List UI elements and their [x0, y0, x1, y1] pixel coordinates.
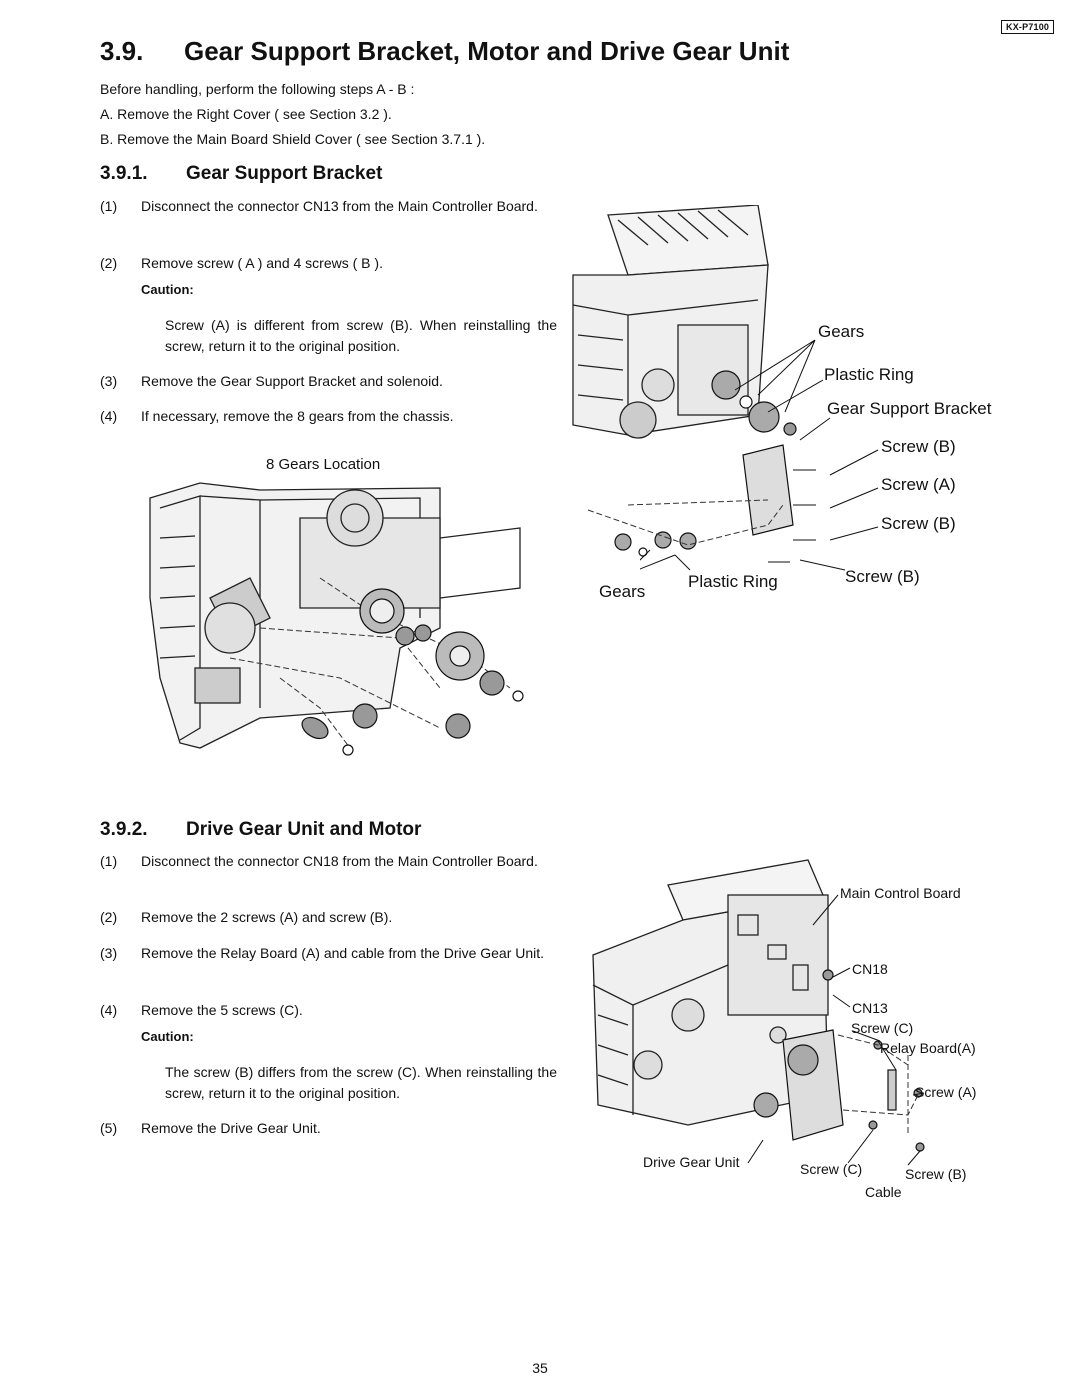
step-text: Remove the Relay Board (A) and cable fro… [141, 945, 545, 961]
label-screw-b-1: Screw (B) [881, 437, 956, 456]
step-item: (2) Remove screw ( A ) and 4 screws ( B … [100, 253, 558, 274]
label-screw-b-3: Screw (B) [845, 567, 920, 586]
step-number: (1) [100, 853, 118, 869]
gear-support-bracket-illustration [572, 205, 816, 563]
step-item: (3) Remove the Gear Support Bracket and … [100, 371, 558, 392]
step-item: (1) Disconnect the connector CN13 from t… [100, 196, 558, 217]
step-text: Remove screw ( A ) and 4 screws ( B ). [141, 255, 383, 271]
step-number: (3) [100, 945, 118, 961]
label-drive-gear-unit: Drive Gear Unit [643, 1154, 740, 1170]
section-title-text: Gear Support Bracket, Motor and Drive Ge… [184, 36, 790, 66]
gears-location-illustration [149, 482, 524, 756]
step-number: (4) [100, 1002, 118, 1018]
subsection-title-drive-gear-unit: 3.9.2. Drive Gear Unit and Motor [100, 819, 421, 841]
subsection-title-text: Gear Support Bracket [186, 163, 383, 184]
step-item: (5) Remove the Drive Gear Unit. [100, 1118, 558, 1139]
label-screw-b: Screw (B) [905, 1166, 967, 1182]
intro-text: Before handling, perform the following s… [100, 81, 415, 97]
label-plastic-ring-bottom: Plastic Ring [688, 572, 778, 591]
label-gears-top: Gears [818, 322, 865, 341]
subsection-title-text: Drive Gear Unit and Motor [186, 819, 422, 840]
caution-label: Caution: [141, 282, 194, 297]
subsection-number: 3.9.1. [100, 163, 148, 184]
step-item: (4) Remove the 5 screws (C). [100, 1000, 558, 1021]
caution-text: Screw (A) is different from screw (B). W… [165, 317, 557, 354]
page-number: 35 [532, 1360, 548, 1376]
step-number: (3) [100, 373, 118, 389]
label-gear-support-bracket: Gear Support Bracket [827, 399, 992, 418]
step-text: Remove the 5 screws (C). [141, 1002, 303, 1018]
label-gears-bottom: Gears [599, 582, 646, 601]
step-item: (4) If necessary, remove the 8 gears fro… [100, 406, 558, 427]
pre-step-a: A. Remove the Right Cover ( see Section … [100, 106, 392, 122]
figure-caption-8-gears: 8 Gears Location [266, 456, 381, 473]
section-number: 3.9. [100, 36, 144, 66]
label-screw-c-top: Screw (C) [851, 1020, 914, 1036]
step-item: (3) Remove the Relay Board (A) and cable… [100, 943, 558, 964]
label-screw-b-2: Screw (B) [881, 514, 956, 533]
step-number: (2) [100, 909, 118, 925]
label-plastic-ring-top: Plastic Ring [824, 365, 914, 384]
model-number-box: KX-P7100 [1001, 20, 1055, 34]
drive-gear-unit-illustration [592, 859, 925, 1166]
step-text: Remove the Drive Gear Unit. [141, 1120, 321, 1136]
subsection-number: 3.9.2. [100, 819, 148, 840]
step-number: (5) [100, 1120, 118, 1136]
caution-text: The screw (B) differs from the screw (C)… [165, 1064, 557, 1101]
subsection-title-gear-support-bracket: 3.9.1. Gear Support Bracket [100, 163, 382, 185]
label-main-control-board: Main Control Board [840, 885, 961, 901]
label-cn13: CN13 [852, 1000, 888, 1016]
step-text: Remove the 2 screws (A) and screw (B). [141, 909, 393, 925]
step-text: Disconnect the connector CN18 from the M… [141, 853, 538, 869]
step-number: (2) [100, 255, 118, 271]
step-text: Disconnect the connector CN13 from the M… [141, 198, 538, 214]
step-item: (1) Disconnect the connector CN18 from t… [100, 851, 558, 872]
label-cn18: CN18 [852, 961, 888, 977]
label-cable: Cable [865, 1184, 902, 1200]
step-number: (4) [100, 408, 118, 424]
label-screw-a: Screw (A) [881, 475, 956, 494]
label-screw-a: Screw (A) [915, 1084, 977, 1100]
step-number: (1) [100, 198, 118, 214]
step-text: Remove the Gear Support Bracket and sole… [141, 373, 443, 389]
label-relay-board: Relay Board(A) [880, 1040, 976, 1056]
step-text: If necessary, remove the 8 gears from th… [141, 408, 454, 424]
pre-step-b: B. Remove the Main Board Shield Cover ( … [100, 131, 486, 147]
figure-leader-lines [640, 339, 879, 571]
section-title: 3.9. Gear Support Bracket, Motor and Driv… [100, 36, 789, 67]
step-item: (2) Remove the 2 screws (A) and screw (B… [100, 907, 558, 928]
label-screw-c-bottom: Screw (C) [800, 1161, 863, 1177]
caution-label: Caution: [141, 1029, 194, 1044]
